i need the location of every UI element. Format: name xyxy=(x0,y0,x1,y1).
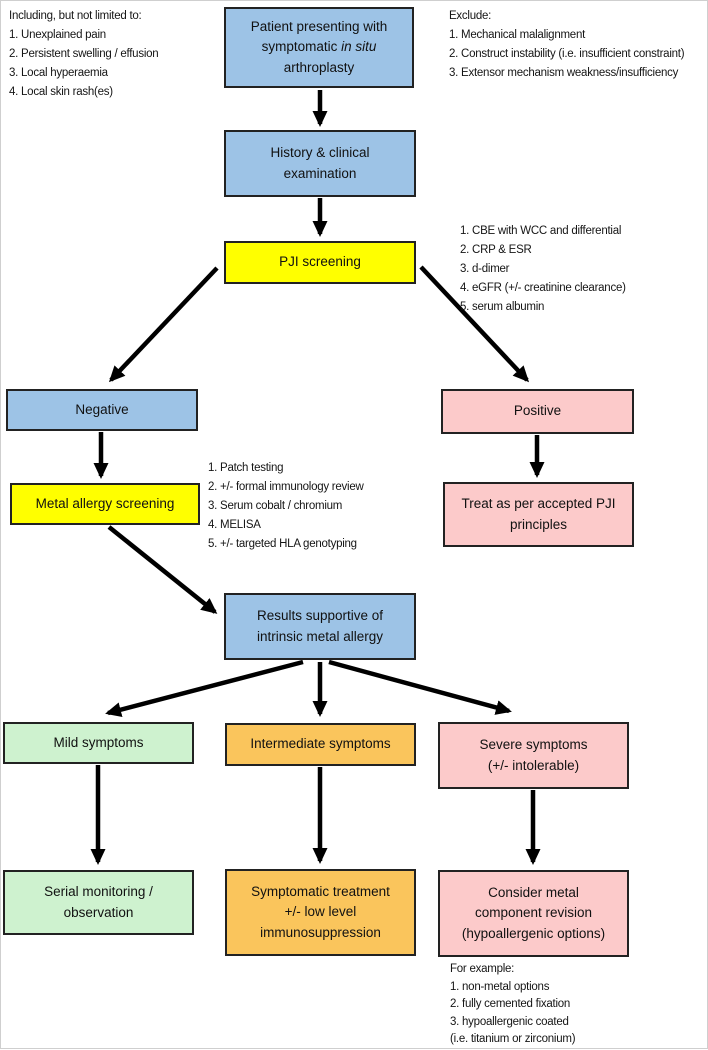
node-results-supportive: Results supportive of intrinsic metal al… xyxy=(224,593,416,660)
node-symptomatic-treatment: Symptomatic treatment +/- low level immu… xyxy=(225,869,416,956)
node-patient-presenting: Patient presenting with symptomatic in s… xyxy=(224,7,414,88)
arrow-results-to-severe xyxy=(328,659,512,715)
annotation-line: 1. CBE with WCC and differential xyxy=(460,225,622,237)
node-label: Negative xyxy=(75,401,129,417)
annotation-line: 1. Patch testing xyxy=(208,462,284,474)
arrow-results-to-mild xyxy=(105,659,304,717)
annotation-line: 2. Persistent swelling / effusion xyxy=(9,48,159,60)
node-label: Mild symptoms xyxy=(53,734,144,750)
annotation-line: 1. Mechanical malalignment xyxy=(449,29,586,41)
node-label: Results supportive of intrinsic metal al… xyxy=(256,608,384,644)
annotation-line: 1. non-metal options xyxy=(450,980,550,993)
annotation-line: 2. Construct instability (i.e. insuffici… xyxy=(449,48,685,60)
annotation-line: 5. +/- targeted HLA genotyping xyxy=(208,538,357,550)
arrow-metal-screening-to-results xyxy=(107,525,218,614)
annotation-line: 4. MELISA xyxy=(208,519,261,531)
node-label: Consider metal component revision (hypoa… xyxy=(461,885,606,941)
annotation-line: (i.e. titanium or zirconium) xyxy=(450,1033,576,1045)
node-label: History & clinical examination xyxy=(270,145,370,181)
node-label: Severe symptoms (+/- intolerable) xyxy=(479,737,588,773)
annotation-line: Including, but not limited to: xyxy=(9,10,142,22)
annotation-line: 3. Local hyperaemia xyxy=(9,67,108,79)
annotation-line: 1. Unexplained pain xyxy=(9,29,106,41)
annotation-line: 2. CRP & ESR xyxy=(460,244,532,256)
node-label: Metal allergy screening xyxy=(35,495,175,511)
arrow-pji-to-negative xyxy=(108,266,219,383)
node-label: PJI screening xyxy=(279,254,361,270)
annotation-line: For example: xyxy=(450,963,515,975)
annotation-line: 3. d-dimer xyxy=(460,263,510,275)
annotation-line: 2. +/- formal immunology review xyxy=(208,481,364,493)
node-severe-symptoms: Severe symptoms (+/- intolerable) xyxy=(438,722,629,789)
node-label: Intermediate symptoms xyxy=(250,736,391,752)
annotation-pji-tests-list: 1. CBE with WCC and differential 2. CRP &… xyxy=(460,222,626,317)
node-intermediate-symptoms: Intermediate symptoms xyxy=(225,723,416,766)
node-label: Positive xyxy=(513,403,562,419)
arrow-pji-to-positive xyxy=(419,265,530,383)
annotation-line: 3. Extensor mechanism weakness/insuffici… xyxy=(449,67,679,79)
node-metal-allergy-screening: Metal allergy screening xyxy=(10,483,200,525)
annotation-revision-examples-list: For example: 1. non-metal options 2. fully… xyxy=(450,961,576,1049)
annotation-line: 4. eGFR (+/- creatinine clearance) xyxy=(460,282,626,294)
node-serial-monitoring: Serial monitoring / observation xyxy=(3,870,194,935)
annotation-exclude-list: Exclude: 1. Mechanical malalignment 2. Con… xyxy=(449,7,685,83)
node-negative: Negative xyxy=(6,389,198,431)
node-patient-label: Patient presenting with symptomatic in s… xyxy=(250,19,388,75)
node-label: Serial monitoring / observation xyxy=(44,884,153,920)
node-label: Symptomatic treatment +/- low level immu… xyxy=(251,884,390,940)
annotation-including-list: Including, but not limited to: 1. Unexpla… xyxy=(9,7,159,102)
annotation-line: 3. Serum cobalt / chromium xyxy=(208,500,343,512)
node-positive: Positive xyxy=(441,389,634,434)
annotation-line: Exclude: xyxy=(449,10,492,22)
node-treat-pji-principles: Treat as per accepted PJI principles xyxy=(443,482,634,547)
node-pji-screening: PJI screening xyxy=(224,241,416,284)
node-label: Treat as per accepted PJI principles xyxy=(461,496,616,532)
node-history-examination: History & clinical examination xyxy=(224,130,416,197)
annotation-line: 4. Local skin rash(es) xyxy=(9,86,113,98)
node-mild-symptoms: Mild symptoms xyxy=(3,722,194,764)
annotation-line: 3. hypoallergenic coated xyxy=(450,1015,569,1028)
in-situ-italic: in situ xyxy=(341,39,377,55)
annotation-metal-allergy-tests-list: 1. Patch testing 2. +/- formal immunology… xyxy=(208,459,364,554)
annotation-line: 5. serum albumin xyxy=(460,301,545,313)
annotation-line: 2. fully cemented fixation xyxy=(450,998,571,1010)
node-consider-revision: Consider metal component revision (hypoa… xyxy=(438,870,629,957)
